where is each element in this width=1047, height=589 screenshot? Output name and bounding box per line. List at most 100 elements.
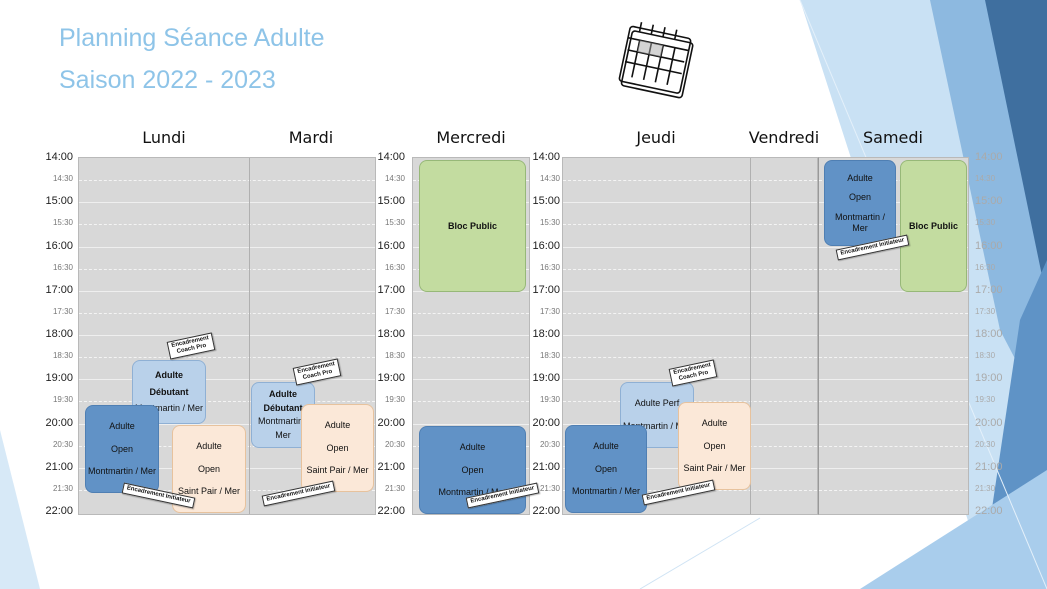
grid-line — [79, 335, 375, 336]
grid-line — [79, 224, 375, 226]
event-title: Adulte — [459, 441, 486, 452]
time-label: 21:30 — [384, 483, 405, 493]
time-label: 15:30 — [384, 218, 405, 228]
grid-line — [819, 401, 968, 403]
time-label: 22:00 — [532, 505, 560, 517]
time-label: 14:00 — [975, 151, 1003, 163]
grid-line — [563, 290, 817, 292]
event-level: Open — [326, 442, 349, 453]
time-label: 17:00 — [975, 283, 1003, 296]
event-jeudi-saint-pair[interactable]: Adulte Open Saint Pair / Mer — [678, 402, 751, 490]
grid-line — [819, 489, 968, 491]
grid-line — [819, 445, 968, 447]
time-label: 16:00 — [975, 239, 1003, 252]
time-label: 16:00 — [377, 239, 405, 252]
event-location: Montmartin / Mer — [88, 466, 157, 477]
time-label: 20:30 — [975, 439, 996, 449]
event-location: Montmartin / Mer — [834, 211, 885, 233]
event-jeudi-adulte-open[interactable]: Adulte Open Montmartin / Mer — [565, 425, 647, 513]
event-level: Débutant — [149, 386, 189, 397]
day-header-samedi: Samedi — [863, 128, 923, 147]
event-samedi-bloc-public[interactable]: Bloc Public — [900, 160, 967, 292]
event-location: Montmartin / Mer — [623, 421, 692, 431]
time-label: 16:30 — [539, 262, 560, 272]
time-label: 15:30 — [975, 218, 996, 228]
grid-line — [563, 202, 817, 204]
grid-line — [819, 335, 968, 336]
time-label: 19:00 — [45, 372, 73, 385]
time-label: 16:00 — [532, 239, 560, 252]
time-label: 21:00 — [532, 460, 560, 473]
event-level: Open — [197, 463, 221, 474]
grid-line — [79, 202, 375, 204]
time-label: 16:30 — [384, 262, 405, 272]
time-label: 21:00 — [975, 460, 1003, 473]
event-samedi-adulte-open[interactable]: Adulte Open Montmartin / Mer — [824, 160, 896, 246]
event-title: Adulte — [847, 172, 873, 183]
time-label: 21:30 — [539, 483, 560, 493]
time-label: 21:00 — [45, 460, 73, 473]
time-label: 14:30 — [384, 174, 405, 184]
event-title: Bloc Public — [447, 220, 497, 231]
grid-line — [79, 312, 375, 314]
time-label: 19:30 — [52, 395, 73, 405]
event-title: Adulte — [593, 440, 619, 451]
grid-line — [563, 335, 817, 336]
calendar-icon — [618, 22, 694, 99]
event-title: Adulte Perf — [634, 398, 680, 408]
time-label: 16:30 — [975, 262, 996, 272]
time-label: 20:00 — [532, 416, 560, 429]
event-mercredi-bloc-public[interactable]: Bloc Public — [419, 160, 526, 292]
grid-line — [563, 180, 817, 182]
time-label: 20:30 — [52, 439, 73, 449]
time-label: 15:00 — [975, 195, 1003, 208]
day-header-mercredi: Mercredi — [436, 128, 506, 147]
time-label: 15:00 — [532, 195, 560, 208]
grid-line — [413, 423, 529, 425]
page-title: Planning Séance Adulte — [59, 24, 325, 52]
grid-line — [563, 357, 817, 359]
time-label: 15:30 — [539, 218, 560, 228]
time-label: 22:00 — [45, 505, 73, 517]
time-label: 18:30 — [384, 351, 405, 361]
event-location: Saint Pair / Mer — [683, 463, 746, 474]
event-title: Adulte — [269, 388, 297, 399]
time-label: 17:30 — [52, 306, 73, 316]
event-location: Montmartin / — [257, 416, 308, 427]
time-label: 20:30 — [384, 439, 405, 449]
time-label: 22:00 — [377, 505, 405, 517]
grid-line — [79, 379, 375, 381]
time-label: 19:00 — [975, 372, 1003, 385]
day-header-mardi: Mardi — [288, 128, 334, 147]
grid-line — [819, 268, 968, 270]
grid-line — [819, 379, 968, 381]
event-mardi-saint-pair[interactable]: Adulte Open Saint Pair / Mer — [301, 404, 374, 492]
event-location: Montmartin / Mer — [438, 487, 507, 498]
event-title: Adulte — [155, 369, 183, 380]
time-label: 22:00 — [975, 505, 1003, 517]
time-label: 16:00 — [45, 239, 73, 252]
time-label: 18:30 — [539, 351, 560, 361]
event-title: Adulte — [196, 440, 222, 451]
grid-line — [563, 224, 817, 226]
event-location: Saint Pair / Mer — [306, 465, 369, 476]
event-level: Open — [461, 464, 484, 475]
event-location: Saint Pair / Mer — [177, 486, 241, 497]
event-lundi-saint-pair[interactable]: Adulte Open Saint Pair / Mer — [172, 425, 246, 513]
day-header-jeudi: Jeudi — [636, 128, 676, 147]
time-label: 20:00 — [975, 416, 1003, 429]
grid-line — [819, 423, 968, 425]
event-level: Débutant — [263, 402, 303, 413]
event-lundi-adulte-debutant[interactable]: Adulte Débutant Montmartin / Mer — [132, 360, 206, 424]
grid-line — [79, 246, 375, 248]
time-label: 17:00 — [532, 283, 560, 296]
event-title: Bloc Public — [908, 220, 958, 231]
event-lundi-adulte-open[interactable]: Adulte Open Montmartin / Mer — [85, 405, 159, 493]
time-label: 14:30 — [975, 174, 996, 184]
grid-line — [563, 246, 817, 248]
grid-line — [79, 268, 375, 270]
grid-line — [79, 357, 375, 359]
time-label: 20:00 — [45, 416, 73, 429]
event-location: Montmartin / Mer — [135, 403, 204, 414]
time-label: 18:00 — [532, 328, 560, 340]
